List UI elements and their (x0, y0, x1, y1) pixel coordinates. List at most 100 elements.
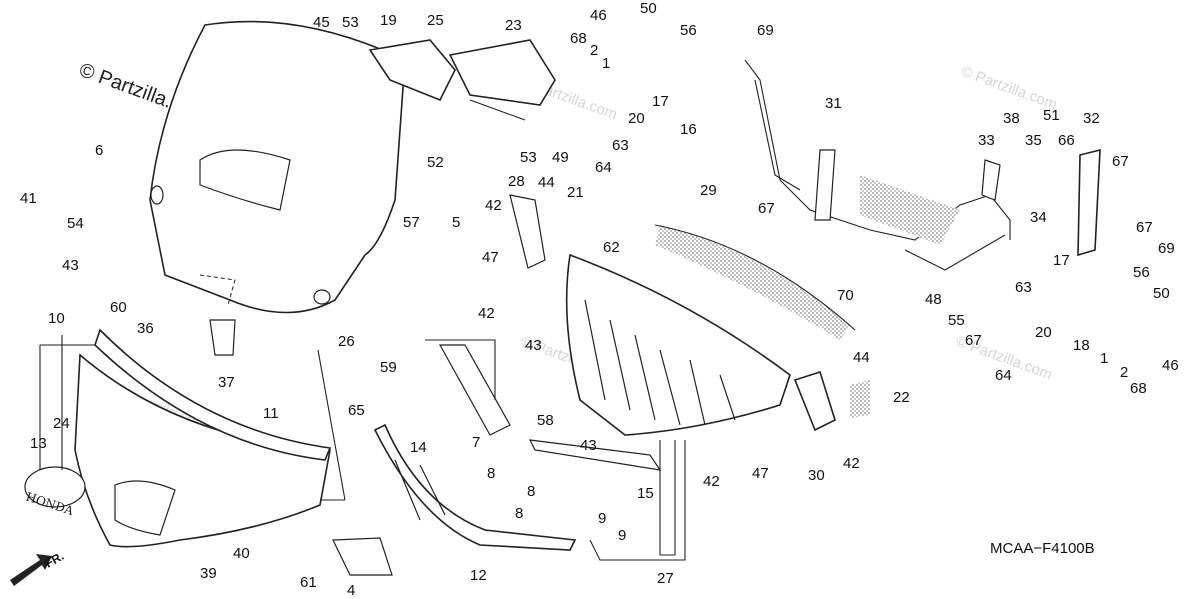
callout: 68 (1130, 380, 1147, 397)
callout: 60 (110, 299, 127, 316)
cover-30 (793, 370, 836, 432)
callout: 45 (313, 14, 330, 31)
callout: 20 (628, 110, 645, 127)
callout: 63 (612, 137, 629, 154)
callout: 67 (1112, 153, 1129, 170)
callout: 25 (427, 12, 444, 29)
callout: 15 (637, 485, 654, 502)
callout: 46 (1162, 357, 1179, 374)
callout: 18 (1073, 337, 1090, 354)
callout: 47 (482, 249, 499, 266)
windscreen (149, 20, 406, 314)
callout: 58 (537, 412, 554, 429)
callout: 42 (478, 305, 495, 322)
callout: 64 (595, 159, 612, 176)
callout: 50 (1153, 285, 1170, 302)
callout: 20 (1035, 324, 1052, 341)
front-cowl (24, 328, 332, 548)
callout: 6 (95, 142, 103, 159)
duct-23 (448, 39, 556, 106)
callout: 12 (470, 567, 487, 584)
callout: 62 (603, 239, 620, 256)
callout: 39 (200, 565, 217, 582)
callout: 48 (925, 291, 942, 308)
callout: 27 (657, 570, 674, 587)
callout: 56 (680, 22, 697, 39)
callout: 53 (342, 14, 359, 31)
callout: 61 (300, 574, 317, 591)
callout: 36 (137, 320, 154, 337)
callout: 51 (1043, 107, 1060, 124)
callout: 67 (758, 200, 775, 217)
callout: 38 (1003, 110, 1020, 127)
callout: 64 (995, 367, 1012, 384)
meter-frame (744, 59, 1011, 245)
callout: 37 (218, 374, 235, 391)
callout: 42 (843, 455, 860, 472)
callout: 1 (1100, 350, 1108, 367)
callout: 26 (338, 333, 355, 350)
callout: 59 (380, 359, 397, 376)
callout: 49 (552, 149, 569, 166)
callout: 8 (527, 483, 535, 500)
callout: 13 (30, 435, 47, 452)
callout: 69 (757, 22, 774, 39)
callout: 29 (700, 182, 717, 199)
callout: 4 (347, 582, 355, 599)
callout: 17 (652, 93, 669, 110)
callout: 8 (515, 505, 523, 522)
callout: 54 (67, 215, 84, 232)
callout: 9 (598, 510, 606, 527)
callout: 11 (263, 405, 279, 422)
callout: 31 (825, 95, 842, 112)
callout: 56 (1133, 264, 1150, 281)
callout: 7 (472, 434, 480, 451)
callout: 34 (1030, 209, 1047, 226)
callout: 43 (525, 337, 542, 354)
callout: 17 (1053, 252, 1070, 269)
callout: 24 (53, 415, 70, 432)
diagram-code: MCAA−F4100B (990, 540, 1095, 557)
callout: 42 (485, 197, 502, 214)
callout: 16 (680, 121, 697, 138)
callout: 67 (1136, 219, 1153, 236)
callout: 8 (487, 465, 495, 482)
callout: 42 (703, 473, 720, 490)
callout: 28 (508, 173, 525, 190)
callout: 65 (348, 402, 365, 419)
callout: 5 (452, 214, 460, 231)
leader-lines (39, 99, 1006, 561)
callout: 32 (1083, 110, 1100, 127)
callout: 43 (580, 437, 597, 454)
callout: 63 (1015, 279, 1032, 296)
callout: 35 (1025, 132, 1042, 149)
inner-panel (565, 224, 856, 436)
callout: 14 (410, 439, 427, 456)
callout: 69 (1158, 240, 1175, 257)
callout: 66 (1058, 132, 1075, 149)
pad-22 (850, 380, 870, 418)
callout: 68 (570, 30, 587, 47)
callout: 33 (978, 132, 995, 149)
callout: 53 (520, 149, 537, 166)
callout-numbers: 45 53 19 25 23 46 50 56 69 68 2 1 17 20 … (20, 0, 1179, 599)
callout: 43 (62, 257, 79, 274)
callout: 44 (538, 174, 555, 191)
vent-19 (368, 39, 456, 102)
seal-7 (438, 344, 511, 436)
callout: 40 (233, 545, 250, 562)
callout: 57 (403, 214, 420, 231)
callout: 9 (618, 527, 626, 544)
callout: 47 (752, 465, 769, 482)
callout: 1 (602, 55, 610, 72)
side-bracket (981, 148, 1101, 257)
bracket-28 (509, 194, 546, 269)
front-arrow-indicator: FR. (10, 549, 66, 586)
bracket-37 (209, 319, 236, 356)
callout: 2 (590, 42, 598, 59)
lower-stay (373, 423, 577, 551)
callout: 30 (808, 467, 825, 484)
callout: 52 (427, 154, 444, 171)
callout: 10 (48, 310, 65, 327)
